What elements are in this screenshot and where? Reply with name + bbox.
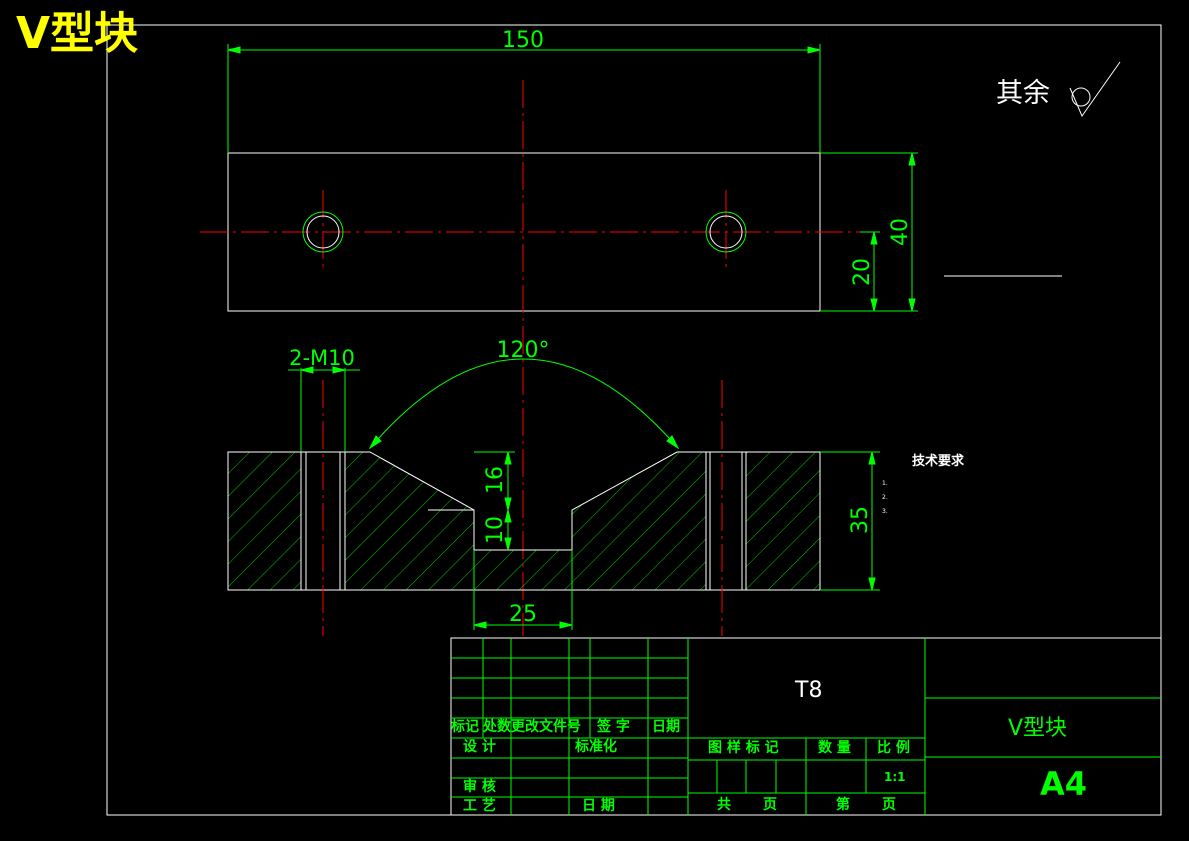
- dim-angle-text: 120°: [497, 338, 550, 363]
- scale-value: 1:1: [884, 770, 906, 784]
- surface-finish-label: 其余: [996, 78, 1050, 109]
- dim-thread: [288, 366, 360, 452]
- part-name-text: V型块: [1008, 716, 1068, 741]
- material-text: T8: [795, 678, 823, 703]
- col-signature: 签 字: [597, 719, 630, 735]
- drawing-title: V型块: [16, 8, 139, 59]
- col-mark: 标记: [451, 719, 479, 735]
- drawing-frame: [106, 24, 1162, 816]
- col-change-doc: 更改文件号: [511, 719, 581, 735]
- col-count: 处数: [483, 719, 511, 735]
- dim-40-text: 40: [888, 218, 913, 246]
- tech-line-1: 1.: [882, 480, 888, 487]
- tech-title: 技术要求: [912, 454, 965, 469]
- total-label: 共: [717, 797, 731, 813]
- dim-150: [227, 44, 821, 153]
- top-view-holes: [302, 211, 747, 253]
- review-label: 审 核: [463, 779, 496, 795]
- dim-25-text: 25: [509, 602, 537, 627]
- dim-20-text: 20: [850, 258, 875, 286]
- tech-line-3: 3.: [882, 508, 888, 515]
- process-label: 工 艺: [463, 798, 496, 814]
- col-date: 日期: [652, 719, 680, 735]
- standardize-label: 标准化: [575, 739, 617, 755]
- tech-line-2: 2.: [882, 494, 888, 501]
- date-label: 日 期: [582, 798, 615, 814]
- dim-40: [820, 152, 918, 312]
- front-view-body: [227, 451, 821, 591]
- sheet-label: 第: [836, 797, 850, 813]
- dim-10-text: 10: [483, 516, 508, 544]
- dim-35-text: 35: [848, 506, 873, 534]
- dim-16-text: 16: [483, 466, 508, 494]
- paper-size-text: A4: [1040, 765, 1088, 803]
- page-label-2: 页: [882, 797, 896, 813]
- dim-thread-text: 2-M10: [289, 346, 355, 370]
- scale-label: 比 例: [877, 740, 910, 756]
- dim-25: [473, 550, 573, 630]
- surface-finish-symbol: [1069, 61, 1121, 118]
- drawing-mark-label: 图 样 标 记: [708, 740, 779, 756]
- title-block-lines: [450, 637, 1162, 816]
- quantity-label: 数 量: [818, 740, 851, 756]
- dim-20: [860, 231, 880, 312]
- dim-150-text: 150: [502, 28, 544, 53]
- page-label-1: 页: [763, 797, 777, 813]
- design-label: 设 计: [463, 739, 496, 755]
- dim-vdepth: [474, 451, 515, 551]
- thread-hole-right: [705, 451, 747, 591]
- dim-35: [820, 451, 880, 591]
- dim-angle: [368, 358, 680, 450]
- top-view-centerlines: [200, 80, 860, 636]
